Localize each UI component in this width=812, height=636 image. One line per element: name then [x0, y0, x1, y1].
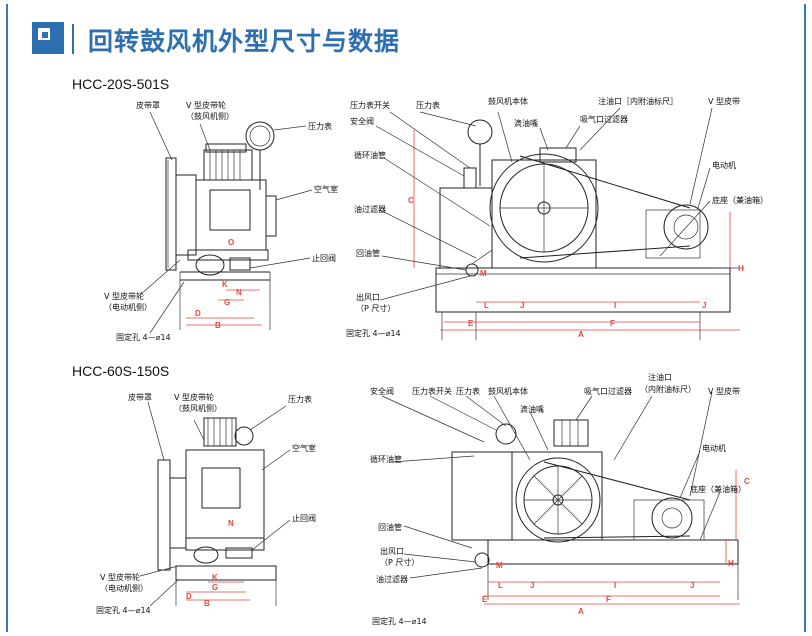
label-pressure-gauge-top-front: 压力表 [416, 100, 440, 110]
label-air-chamber-bottom: 空气室 [292, 443, 316, 453]
dim-D-top-side: D [195, 309, 201, 318]
label-v-pulley-blower-sub-top: （鼓风机侧） [186, 111, 234, 121]
label-outlet-sub-bottom: （P 尺寸） [380, 557, 419, 567]
label-v-pulley-blower-bottom: V 型皮带轮 [174, 392, 214, 402]
label-motor-top: 电动机 [712, 160, 736, 170]
pressure-gauge-front-icon [467, 119, 493, 145]
label-check-valve-bottom: 止回阀 [292, 513, 316, 523]
label-air-chamber-top: 空气室 [314, 184, 338, 194]
dim-E-top-front: E [468, 319, 474, 328]
label-outlet-sub-top: （P 尺寸） [356, 303, 395, 313]
label-oil-filter-bottom: 油过滤器 [376, 574, 408, 584]
label-oil-inlet-bottom: 注油口 [648, 372, 672, 382]
label-fixing-hole-top-side: 固定孔 4—⌀14 [116, 332, 171, 342]
dim-M-top-front: M [480, 269, 487, 278]
top-front-view: C H L J I J E F A M 压力表开关 压力表 鼓风机本体 注油口［… [346, 96, 768, 340]
dim-I-bottom-front: I [614, 581, 616, 590]
page-frame [6, 4, 806, 632]
label-circ-pipe-bottom: 循环油管 [370, 454, 402, 464]
dim-K-bottom-side: K [212, 573, 218, 582]
pressure-gauge-bottom-front-icon [495, 423, 517, 445]
dim-F-top-front: F [610, 319, 615, 328]
header: 回转鼓风机外型尺寸与数据 [10, 0, 806, 58]
bottom-front-view: C H M L J I J E F A 安全阀 压力表开关 压力表 鼓风机本体 … [370, 372, 750, 626]
label-blower-body-top: 鼓风机本体 [488, 96, 528, 106]
dim-D-bottom-side: D [186, 592, 192, 601]
pressure-gauge-bottom-icon [234, 426, 254, 446]
dim-J2-bottom-front: J [690, 581, 694, 590]
label-v-pulley-motor-bottom: V 型皮带轮 [100, 572, 140, 582]
label-gauge-switch-bottom: 压力表开关 [412, 386, 452, 396]
dim-M-bottom-front: M [496, 561, 503, 570]
model-label-bottom: HCC-60S-150S [72, 363, 170, 379]
dim-C-top-front: C [408, 196, 414, 205]
label-return-pipe-bottom: 回油管 [378, 522, 402, 532]
label-check-valve-top: 止回阀 [312, 253, 336, 263]
dim-A-top-front: A [578, 330, 584, 339]
label-safety-valve-bottom: 安全阀 [370, 386, 394, 396]
dim-G-top-side: G [224, 298, 230, 307]
section-logo-icon [32, 22, 64, 54]
dim-G-bottom-side: G [212, 583, 218, 592]
dim-J-bottom-front: J [530, 581, 534, 590]
top-side-view: O K N G D B 皮带罩 V 型皮带轮 （鼓风机侧） 压力表 空气室 止回… [104, 100, 338, 342]
label-belt-cover-top: 皮带罩 [136, 100, 160, 110]
dim-J-top-front: J [520, 301, 524, 310]
label-pressure-gauge-top-side: 压力表 [308, 121, 332, 131]
dim-F-bottom-front: F [606, 595, 611, 604]
label-v-pulley-motor-sub-bottom: （电动机侧） [100, 583, 148, 593]
label-base-top: 底座（兼油箱） [712, 195, 768, 205]
dim-B-top-side: B [215, 321, 221, 330]
dim-I-top-front: I [614, 301, 616, 310]
dim-O-top-side: O [228, 238, 234, 247]
label-oil-inlet-top: 注油口［内附油标尺］ [598, 96, 678, 106]
dim-A-bottom-front: A [578, 607, 584, 616]
label-oil-filter-top: 油过滤器 [354, 204, 386, 214]
label-oil-drip-bottom: 滴油嘴 [520, 404, 544, 414]
model-label-top: HCC-20S-501S [72, 76, 170, 92]
label-intake-filter-bottom: 吸气口过滤器 [584, 386, 632, 396]
dim-N-top-side: N [236, 288, 242, 297]
label-belt-cover-bottom: 皮带罩 [128, 392, 152, 402]
label-outlet-top: 出风口 [356, 292, 380, 302]
label-outlet-bottom: 出风口 [380, 546, 404, 556]
belt-cover-shape [165, 157, 177, 271]
label-pressure-gauge-bottom-front: 压力表 [456, 386, 480, 396]
page-title: 回转鼓风机外型尺寸与数据 [88, 27, 401, 56]
dim-C-bottom-front: C [744, 477, 750, 486]
dim-L-bottom-front: L [498, 581, 503, 590]
label-v-pulley-blower-sub-bottom: （鼓风机侧） [174, 403, 222, 413]
label-gauge-switch-top: 压力表开关 [350, 100, 390, 110]
label-pressure-gauge-bottom-side: 压力表 [288, 394, 312, 404]
dim-H-bottom-front: H [728, 559, 734, 568]
label-fixing-hole-bottom-front: 固定孔 4—⌀14 [372, 616, 427, 626]
label-safety-valve-top: 安全阀 [350, 116, 374, 126]
label-v-belt-bottom: V 型皮带 [708, 386, 740, 396]
label-circ-pipe-top: 循环油管 [354, 150, 386, 160]
label-blower-body-bottom: 鼓风机本体 [488, 386, 528, 396]
header-divider [72, 24, 74, 54]
label-oil-inlet-sub-bottom: （内附油标尺） [640, 384, 696, 394]
label-fixing-hole-top-front: 固定孔 4—⌀14 [346, 328, 401, 338]
dim-J2-top-front: J [702, 301, 706, 310]
dim-E-bottom-front: E [482, 595, 488, 604]
dim-B-bottom-side: B [204, 599, 210, 608]
dim-L-top-front: L [484, 301, 489, 310]
label-fixing-hole-bottom-side: 固定孔 4—⌀14 [96, 605, 151, 615]
label-v-pulley-motor-top: V 型皮带轮 [104, 291, 144, 301]
label-intake-filter-top: 吸气口过滤器 [580, 114, 628, 124]
label-base-bottom: 底座（兼油箱） [690, 484, 746, 494]
dim-N-bottom-side: N [228, 519, 234, 528]
label-oil-drip-top: 滴油嘴 [514, 118, 538, 128]
label-v-pulley-blower-top: V 型皮带轮 [186, 100, 226, 110]
dim-K-top-side: K [222, 280, 228, 289]
dim-H-top-front: H [738, 264, 744, 273]
bottom-side-view: N K G D B 皮带罩 V 型皮带轮 （鼓风机侧） 压力表 空气室 止回阀 … [96, 392, 316, 615]
label-v-belt-top: V 型皮带 [708, 96, 740, 106]
label-v-pulley-motor-sub-top: （电动机侧） [104, 302, 152, 312]
label-return-pipe-top: 回油管 [356, 248, 380, 258]
label-motor-bottom: 电动机 [702, 443, 726, 453]
